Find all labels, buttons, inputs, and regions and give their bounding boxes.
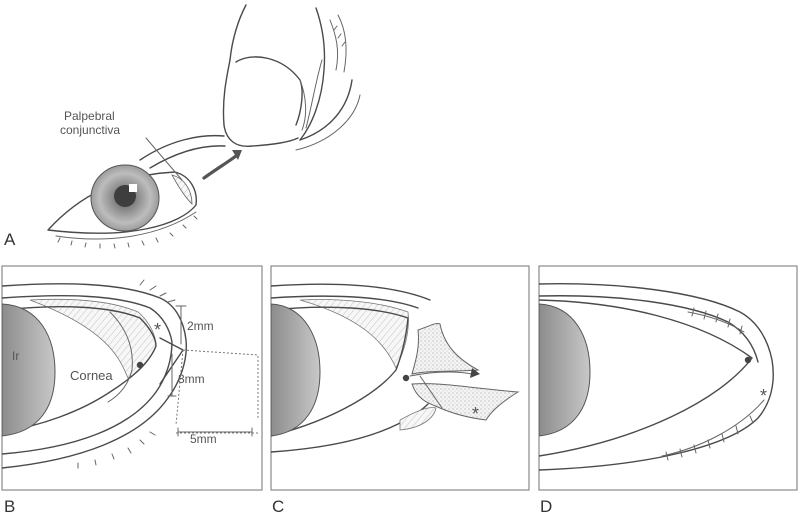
panel-d: * D	[538, 265, 798, 516]
panel-a: Palpebral conjunctiva A	[4, 4, 361, 249]
panel-letter-d: D	[540, 497, 552, 516]
asterisk-c: *	[472, 404, 479, 424]
asterisk-b: *	[154, 320, 161, 340]
dimension-2mm: 2mm	[187, 319, 214, 333]
panel-b: Ir Cornea * 2mm 3mm 5mm B	[1, 265, 263, 516]
panel-letter-b: B	[4, 497, 15, 516]
panel-letter-a: A	[4, 230, 16, 249]
dimension-5mm: 5mm	[190, 432, 217, 446]
palpebral-label-line1: Palpebral	[64, 109, 115, 123]
panel-letter-c: C	[272, 497, 284, 516]
cornea-label: Cornea	[70, 368, 113, 383]
panel-c: * C	[270, 265, 530, 516]
eye-illustration	[47, 164, 198, 249]
asterisk-d: *	[760, 386, 767, 406]
finger-illustration	[222, 4, 347, 147]
iris-label: Ir	[12, 349, 19, 363]
palpebral-label-line2: conjunctiva	[60, 123, 120, 137]
dimension-3mm: 3mm	[178, 372, 205, 386]
